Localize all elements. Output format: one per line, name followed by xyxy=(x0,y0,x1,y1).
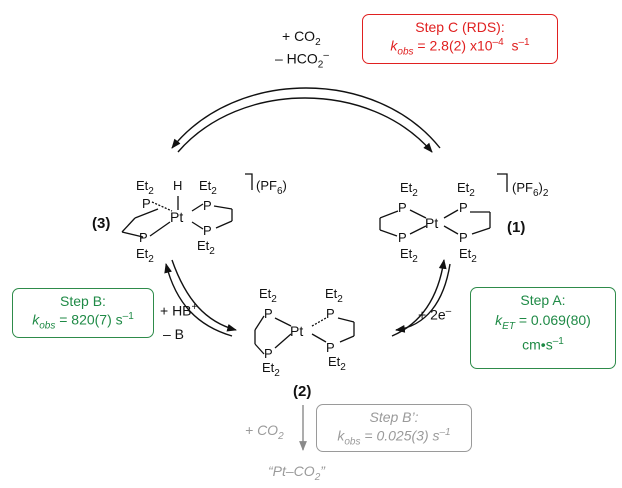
c1-p-4: P xyxy=(459,230,468,245)
c3-et-1: Et2 xyxy=(136,178,154,197)
c3-p-3: P xyxy=(139,230,148,245)
c1-p-1: P xyxy=(398,200,407,215)
c2-p-3: P xyxy=(264,346,273,361)
step-b-box: Step B: kobs = 820(7) s–1 xyxy=(12,288,154,338)
c3-p-2: P xyxy=(203,198,212,213)
c2-p-1: P xyxy=(264,306,273,321)
bottom-product: “Pt–CO2” xyxy=(268,463,325,483)
c2-pt: Pt xyxy=(290,323,303,339)
left-reagent-add: + HB+ xyxy=(160,302,198,319)
label-c2: (2) xyxy=(293,383,311,400)
c2-et-4: Et2 xyxy=(328,354,346,373)
step-c-box: Step C (RDS): kobs = 2.8(2) x10–4 s–1 xyxy=(362,14,558,64)
complex-1 xyxy=(379,173,508,237)
right-reagent-add: + 2e– xyxy=(418,306,452,323)
complex-3 xyxy=(121,173,253,238)
left-equilibrium-arrow-back xyxy=(164,263,233,337)
c2-p-2: P xyxy=(326,306,335,321)
c2-et-2: Et2 xyxy=(325,286,343,305)
c2-et-3: Et2 xyxy=(262,360,280,379)
c1-et-1: Et2 xyxy=(400,180,418,199)
top-equilibrium-arrow-back xyxy=(171,87,441,149)
left-equilibrium-arrow-forward xyxy=(171,259,237,332)
right-equilibrium-arrow-back xyxy=(395,263,451,333)
c1-p-3: P xyxy=(398,230,407,245)
step-bp-box: Step B’: kobs = 0.025(3) s–1 xyxy=(316,404,472,452)
c3-et-3: Et2 xyxy=(136,246,154,265)
c3-p-1: P xyxy=(142,196,151,211)
label-c1: (1) xyxy=(507,219,525,236)
top-equilibrium-arrow-forward xyxy=(177,97,433,153)
c3-pt: Pt xyxy=(170,209,183,225)
c2-p-4: P xyxy=(326,340,335,355)
c3-et-2: Et2 xyxy=(199,178,217,197)
c1-pf6: (PF6)2 xyxy=(512,180,549,199)
left-reagent-remove: – B xyxy=(163,326,185,342)
step-a-box: Step A: kET = 0.069(80) cm•s–1 xyxy=(470,287,616,369)
c3-et-4: Et2 xyxy=(197,238,215,257)
bottom-reagent-add: + CO2 xyxy=(245,422,284,442)
c1-pt: Pt xyxy=(425,215,438,231)
c2-et-1: Et2 xyxy=(259,286,277,305)
c1-p-2: P xyxy=(459,200,468,215)
c3-p-4: P xyxy=(203,223,212,238)
top-reagent-remove: – HCO2– xyxy=(275,50,329,71)
c1-et-2: Et2 xyxy=(457,180,475,199)
top-reagent-add: + CO2 xyxy=(282,28,321,48)
c1-et-3: Et2 xyxy=(400,246,418,265)
right-equilibrium-arrow-forward xyxy=(391,259,447,337)
c3-pf6: (PF6) xyxy=(256,178,287,197)
c1-et-4: Et2 xyxy=(459,246,477,265)
c3-h: H xyxy=(173,178,182,193)
complex-2 xyxy=(254,315,355,355)
label-c3: (3) xyxy=(92,215,110,232)
